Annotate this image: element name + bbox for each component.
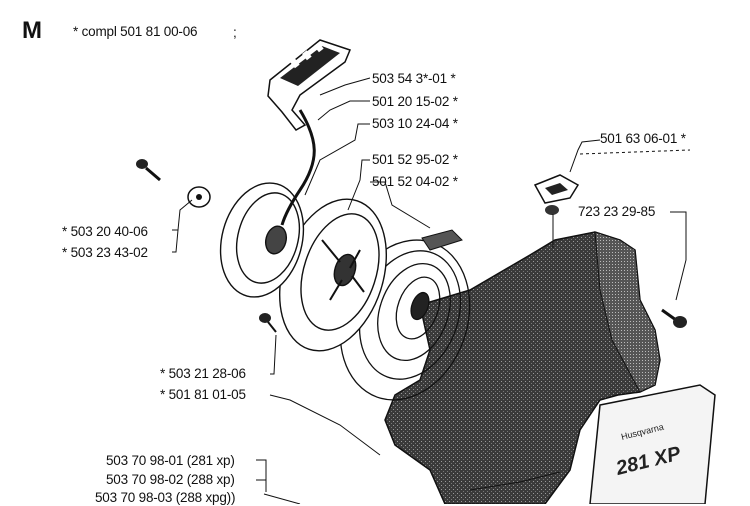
pawl-plate-drawing: [421, 229, 463, 251]
starter-handle-drawing: [267, 39, 352, 131]
part-label-handle-b: 501 20 15-02 *: [372, 94, 458, 109]
part-label-spring: * 501 81 01-05: [160, 387, 246, 402]
part-label-cover-281: 503 70 98-01 (281 xp): [106, 453, 235, 468]
assembly-label: * compl 501 81 00-06: [73, 24, 198, 39]
section-letter: M: [22, 17, 42, 44]
part-label-handle-a: 503 54 3*-01 *: [372, 71, 456, 86]
leader-lines: [172, 77, 691, 504]
part-label-screw-small: * 503 21 28-06: [160, 366, 246, 381]
washer-left-drawing: [187, 186, 211, 208]
part-label-cover-288: 503 70 98-02 (288 xp): [106, 472, 235, 487]
part-label-cover-288g: 503 70 98-03 (288 xpg)): [95, 490, 236, 505]
part-label-rope: 503 10 24-04 *: [372, 116, 458, 131]
cap-drawing: [533, 174, 580, 215]
part-label-bolt-left: * 503 20 40-06: [62, 224, 148, 239]
part-label-pawl-a: 501 52 95-02 *: [372, 152, 458, 167]
screw-small-drawing: [259, 313, 277, 333]
part-label-washer-left: * 503 23 43-02: [62, 245, 148, 260]
starter-rope-drawing: [280, 109, 316, 226]
assembly-suffix: ;: [233, 25, 237, 40]
starter-cover-drawing: [384, 231, 661, 504]
rope-drum-drawing: [219, 182, 305, 298]
part-label-bushing: 723 23 29-85: [578, 204, 656, 219]
part-label-pawl-b: 501 52 04-02 *: [372, 174, 458, 189]
bolt-left-drawing: [136, 159, 161, 182]
part-label-cap: 501 63 06-01 *: [600, 131, 686, 146]
model-decal-drawing: Husqvarna 281 XP: [589, 384, 716, 504]
screw-right-drawing: [661, 308, 687, 328]
